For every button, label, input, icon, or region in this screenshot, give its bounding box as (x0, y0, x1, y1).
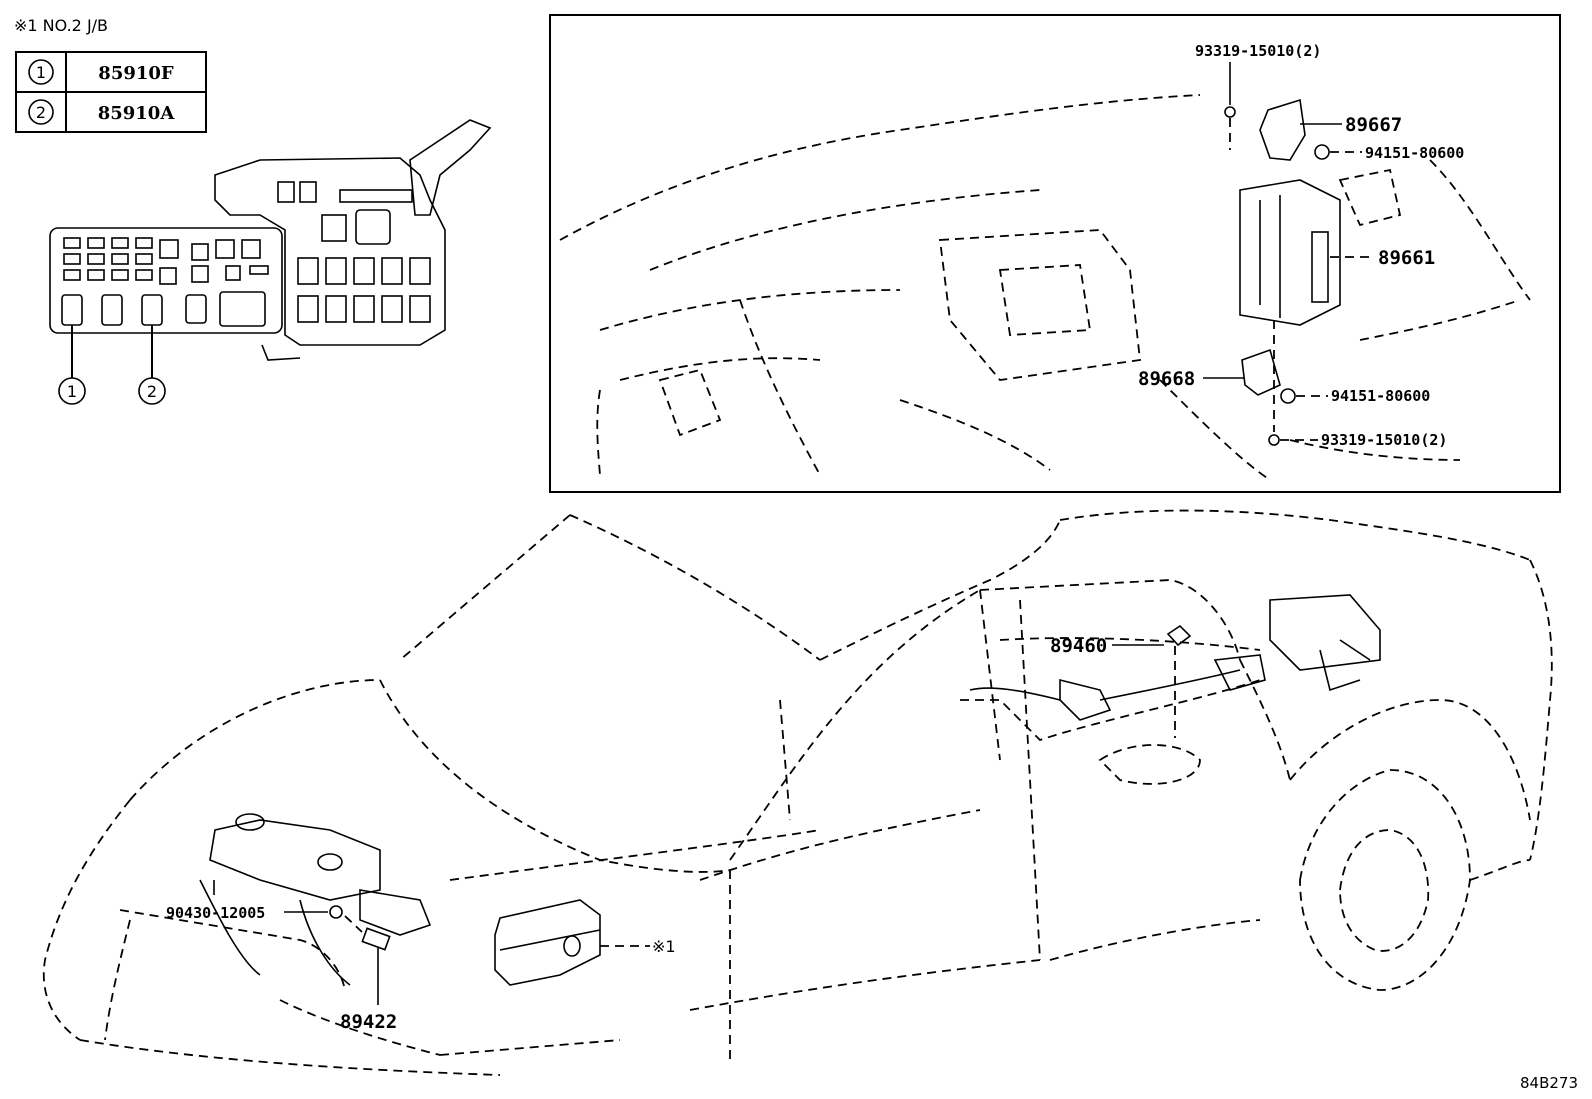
label-sensor-front: 89422 (340, 1011, 397, 1033)
label-clip: 90430-12005 (166, 904, 265, 922)
label-bracket-lower: 89668 (1138, 368, 1195, 390)
label-bolt-top: 93319-15010(2) (1195, 42, 1321, 60)
engine-drawing (209, 819, 381, 901)
junction-block-on-vehicle (494, 899, 601, 986)
label-bracket-upper: 89667 (1345, 114, 1402, 136)
fuse-table-marker-1: 1 (36, 63, 46, 82)
control-module-drawing (1239, 179, 1341, 326)
inset-frame (549, 14, 1561, 493)
label-sensor-rear: 89460 (1050, 635, 1107, 657)
dashboard-inset: 93319-15010(2) 89667 94151-80600 89661 8… (549, 14, 1561, 493)
callout-marker-1: 1 (67, 382, 77, 401)
callout-marker-2: 2 (147, 382, 157, 401)
junction-block-note: ※1 NO.2 J/B (14, 16, 108, 35)
fuse-table-part-2: 85910A (98, 103, 176, 124)
vehicle-drawing: 89460 90430-12005 89422 ※1 (42, 509, 1553, 1076)
upper-bracket-drawing (1259, 98, 1306, 161)
sensor-front-icon (361, 927, 391, 951)
label-bolt-bottom: 93319-15010(2) (1321, 431, 1447, 449)
label-nut-lower: 94151-80600 (1331, 387, 1430, 405)
fuse-table-marker-2: 2 (36, 103, 46, 122)
fuse-table: 1 85910F 2 85910A (15, 51, 207, 133)
junction-block-drawing: 1 2 (49, 119, 492, 405)
diagram-code: 84B273 (1520, 1074, 1578, 1092)
lower-bracket-drawing (1241, 348, 1281, 396)
rear-module-drawing (1269, 594, 1381, 671)
bolt-top-icon (1224, 106, 1236, 118)
label-nut-upper: 94151-80600 (1365, 144, 1464, 162)
fuse-table-row-1: 1 85910F (28, 59, 174, 85)
clip-icon (329, 905, 343, 919)
sensor-rear-icon (1166, 624, 1192, 647)
nut-upper-icon (1314, 144, 1330, 160)
fuse-table-part-1: 85910F (98, 63, 174, 84)
nut-lower-icon (1280, 388, 1296, 404)
label-module: 89661 (1378, 247, 1435, 269)
fuse-table-row-2: 2 85910A (28, 99, 176, 125)
label-jb-ref: ※1 (652, 937, 676, 956)
bolt-bottom-icon (1268, 434, 1280, 446)
